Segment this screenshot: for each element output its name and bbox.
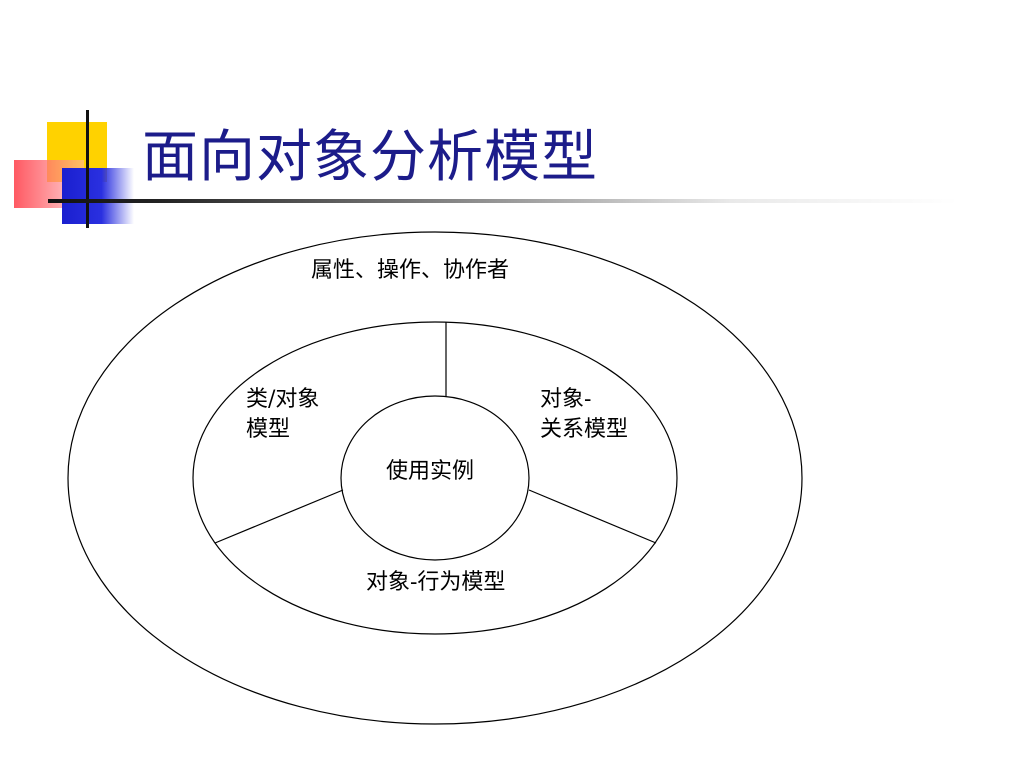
- outer-ring-label: 属性、操作、协作者: [311, 258, 510, 283]
- divider-right: [528, 489, 657, 544]
- use-case-label: 使用实例: [386, 459, 475, 484]
- decor-blue-square: [62, 168, 134, 224]
- object-relation-model-label-line2: 关系模型: [540, 417, 629, 442]
- slide-title: 面向对象分析模型: [142, 125, 598, 190]
- class-object-model-label-line2: 模型: [246, 417, 291, 442]
- divider-left: [214, 489, 344, 544]
- object-relation-model-label-line1: 对象-: [540, 387, 592, 412]
- inner-circle: [340, 395, 530, 561]
- class-object-model-label-line1: 类/对象: [246, 387, 320, 412]
- title-underline: [48, 199, 958, 203]
- decor-vertical-line: [86, 110, 89, 228]
- outer-ellipse: [67, 231, 803, 725]
- object-behavior-model-label: 对象-行为模型: [366, 570, 506, 595]
- middle-ellipse: [192, 321, 678, 635]
